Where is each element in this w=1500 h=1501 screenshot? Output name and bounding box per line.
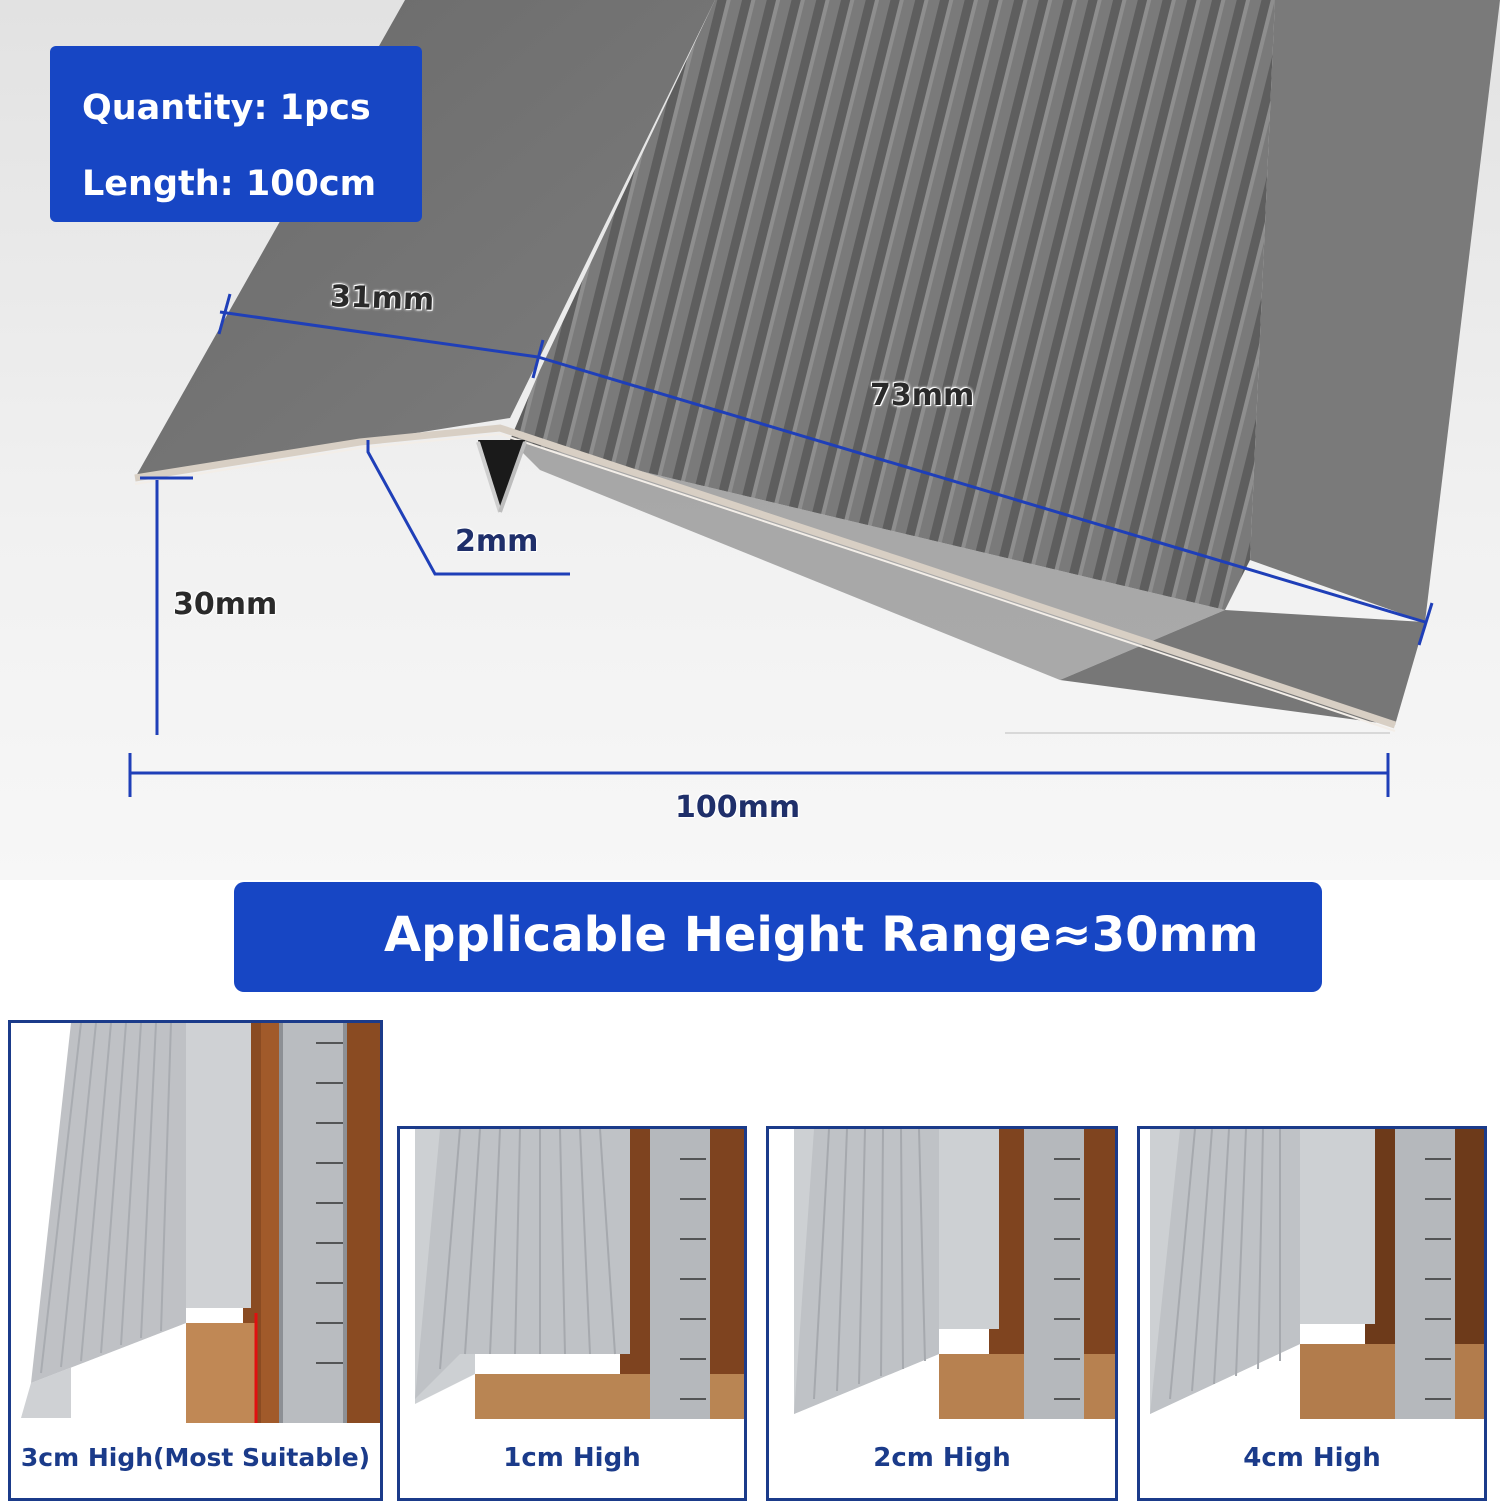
side-strip [1250, 0, 1500, 622]
drip-leg [478, 440, 525, 512]
example-caption: 3cm High(Most Suitable) [20, 1443, 371, 1472]
length-text: Length: 100cm [82, 164, 377, 204]
dim-label-30mm: 30mm [173, 587, 278, 622]
flat-top-surface [135, 0, 715, 478]
spec-box: Quantity: 1pcs Length: 100cm [50, 46, 422, 222]
example-photo [1140, 1129, 1484, 1419]
example-panel-4cm: 4cm High [1137, 1126, 1487, 1501]
ribbed-surface [510, 0, 1275, 610]
dim-line-31mm [219, 310, 539, 359]
slope-edge [510, 440, 1225, 680]
example-photo [769, 1129, 1115, 1419]
dim-label-100mm: 100mm [675, 790, 801, 825]
quantity-text: Quantity: 1pcs [82, 88, 371, 128]
example-caption: 2cm High [873, 1443, 1011, 1473]
dim-line-73mm [537, 355, 1426, 624]
dim-label-2mm: 2mm [455, 524, 539, 559]
height-range-banner: Applicable Height Range≈30mm [234, 882, 1322, 992]
height-range-text: Applicable Height Range≈30mm [384, 907, 1259, 963]
example-panel-1cm: 1cm High [397, 1126, 747, 1501]
dim-label-73mm: 73mm [870, 378, 975, 413]
example-photo [11, 1023, 380, 1423]
example-panel-3cm: 3cm High(Most Suitable) [8, 1020, 383, 1501]
example-caption: 4cm High [1243, 1443, 1381, 1473]
dimension-lines [128, 293, 1434, 797]
dim-label-31mm: 31mm [329, 279, 435, 318]
example-panel-2cm: 2cm High [766, 1126, 1118, 1501]
profile-cut-edge [134, 424, 1397, 729]
profile-diagram [0, 0, 1500, 880]
example-caption: 1cm High [503, 1443, 641, 1473]
side-strip-lower [1060, 610, 1425, 725]
example-photo [400, 1129, 744, 1419]
dim-line-2mm [366, 440, 570, 576]
